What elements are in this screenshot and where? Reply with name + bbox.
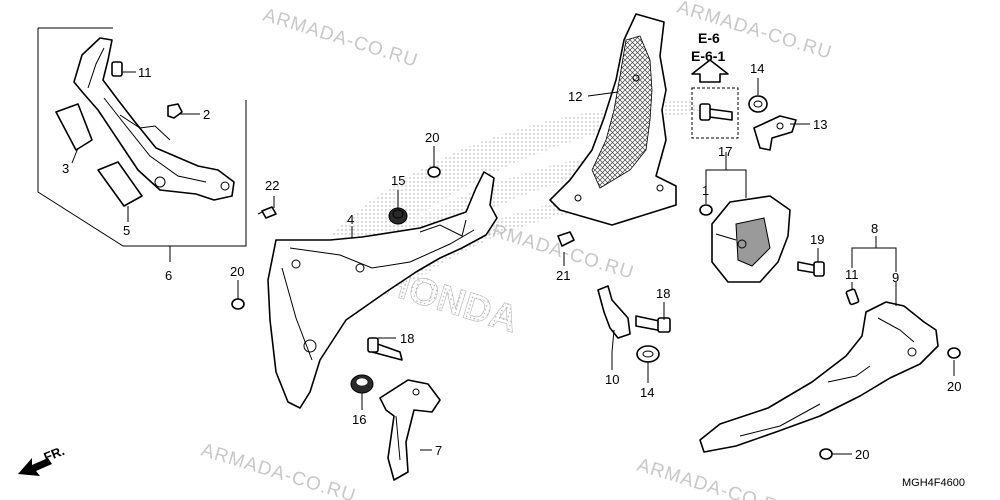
callout-20: 20	[855, 447, 869, 462]
front-arrow-icon	[18, 458, 52, 476]
callout-18: 18	[656, 286, 670, 301]
part-top-left-bracket	[55, 37, 235, 207]
part-grommet-14-a	[636, 345, 660, 363]
callout-11: 11	[845, 267, 859, 282]
watermark-text: ARMADA-CO.RU	[261, 5, 421, 72]
part-stay-7	[379, 379, 441, 481]
part-bracket-17	[699, 195, 791, 283]
callout-18: 18	[400, 331, 414, 346]
watermark-text: ARMADA-CO.RU	[635, 455, 795, 500]
callout-14: 14	[750, 61, 764, 76]
watermark-text: ARMADA-CO.RU	[199, 440, 359, 500]
reference-page-labels: E-6 E-6-1	[691, 30, 725, 64]
callout-7: 7	[435, 443, 442, 458]
callout-5: 5	[123, 223, 130, 238]
part-grommet-16	[350, 374, 374, 394]
front-direction-label: FR.	[42, 443, 67, 465]
part-grommet-15	[388, 207, 408, 225]
assembly-box-6	[37, 27, 247, 262]
part-pad-3	[55, 103, 93, 151]
part-bolt-18-a	[635, 315, 671, 333]
callout-3: 3	[62, 161, 69, 176]
diagram-code: MGH4F4600	[902, 477, 965, 489]
part-bolt-19	[797, 261, 825, 277]
part-mesh-panel-12	[549, 13, 677, 226]
front-direction-indicator: FR.	[18, 443, 67, 476]
part-clip-11	[111, 61, 123, 77]
callout-2: 2	[203, 107, 210, 122]
callout-4: 4	[347, 212, 354, 227]
part-grommet-14-b	[748, 95, 768, 113]
part-nut-2	[167, 103, 183, 119]
part-screw-20-c	[947, 347, 961, 359]
callout-20: 20	[425, 130, 439, 145]
callout-16: 16	[352, 412, 366, 427]
part-screw-22	[257, 206, 277, 219]
callout-labels: 11 2 3 5 6 22 15 20 4 20 12 21 10 14 18 …	[62, 61, 961, 462]
callout-12: 12	[568, 89, 582, 104]
part-screw-20-b	[231, 298, 245, 310]
part-clip-11-right	[845, 288, 860, 306]
callout-9: 9	[892, 270, 899, 285]
reference-arrow	[691, 59, 729, 83]
part-side-cover-4	[267, 171, 498, 409]
callout-19: 19	[810, 232, 824, 247]
part-screw-20-a	[427, 166, 441, 178]
callout-13: 13	[813, 117, 827, 132]
part-lower-cowl-9	[699, 301, 939, 453]
callout-17: 17	[718, 144, 732, 159]
callout-6: 6	[165, 268, 172, 283]
reference-e6: E-6	[698, 30, 720, 46]
reference-e6-1: E-6-1	[691, 48, 725, 64]
callout-8: 8	[871, 221, 878, 236]
callout-11: 11	[138, 65, 152, 80]
reference-dashed-box	[691, 87, 739, 139]
part-bracket-10	[597, 285, 631, 353]
callout-10: 10	[605, 372, 619, 387]
callout-1: 1	[702, 183, 709, 198]
part-screw-21	[557, 231, 575, 247]
callout-22: 22	[265, 178, 279, 193]
leader-lines	[71, 71, 955, 455]
part-screw-20-d	[819, 448, 833, 460]
callout-15: 15	[391, 173, 405, 188]
callout-20: 20	[947, 379, 961, 394]
callout-14: 14	[640, 385, 654, 400]
part-bolt-18-b	[367, 337, 403, 361]
callout-21: 21	[556, 268, 570, 283]
part-pad-5	[97, 161, 143, 207]
part-clip-13	[753, 115, 797, 151]
callout-20: 20	[230, 264, 244, 279]
